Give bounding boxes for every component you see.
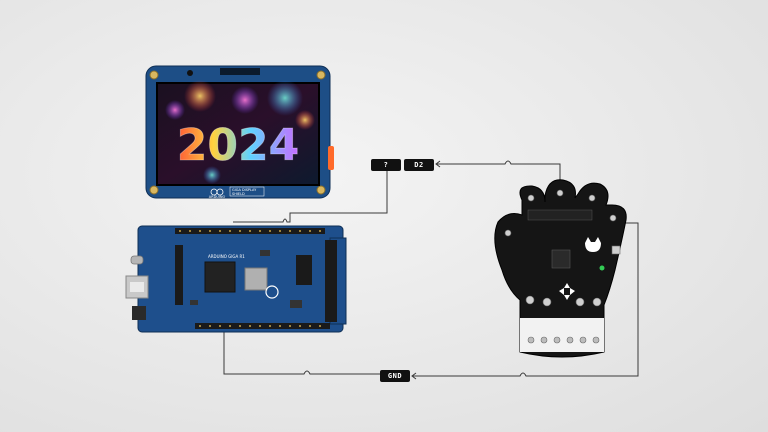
wires	[223, 160, 639, 380]
wire-board-gnd	[223, 328, 380, 375]
audio-jack	[132, 306, 146, 320]
wire-paw-gnd	[412, 222, 639, 377]
wire-d2-to-paw	[436, 160, 561, 200]
mounting-hole	[149, 185, 159, 195]
giga-display-shield: 2024 ARDUINO GIGA DISPLAY SHIELD	[145, 65, 334, 199]
paw-main-chip	[551, 249, 571, 269]
bottom-pin-header	[195, 323, 330, 329]
paw-pin-header	[527, 209, 593, 221]
main-mcu-chip	[204, 261, 236, 293]
wire-board-to-unknown-pin	[233, 171, 388, 223]
board-name-text: ARDUINO GIGA R1	[208, 254, 245, 259]
brand-logo	[210, 188, 224, 196]
brand-text: ARDUINO	[209, 195, 226, 199]
paw-edge-band	[520, 318, 604, 352]
mounting-hole	[316, 70, 326, 80]
product-name-line1: GIGA DISPLAY	[232, 188, 257, 192]
product-name-line2: SHIELD	[232, 192, 245, 196]
wifi-module	[244, 267, 268, 291]
arrow-d2	[435, 160, 441, 168]
dpad-icon	[559, 283, 575, 300]
cat-logo-icon	[585, 237, 601, 252]
arduino-logo-icon	[265, 285, 279, 299]
side-button	[328, 146, 334, 170]
pin-label-gnd: GND	[380, 370, 410, 382]
arduino-giga-board: ARDUINO GIGA R1	[125, 225, 347, 333]
display-year-text: 2024	[177, 120, 299, 171]
left-pin-header	[175, 245, 183, 305]
mounting-hole	[316, 185, 326, 195]
paw-board	[494, 179, 627, 358]
top-header-connector	[220, 68, 260, 75]
mounting-hole	[149, 70, 159, 80]
camera-module	[187, 70, 193, 76]
paw-button	[611, 245, 621, 255]
pin-label-unknown: ?	[371, 159, 401, 171]
pin-label-d2: D2	[404, 159, 434, 171]
status-led	[599, 265, 605, 271]
arrow-gnd	[411, 372, 417, 380]
usb-c-port	[130, 255, 144, 265]
right-pin-header	[325, 240, 337, 322]
